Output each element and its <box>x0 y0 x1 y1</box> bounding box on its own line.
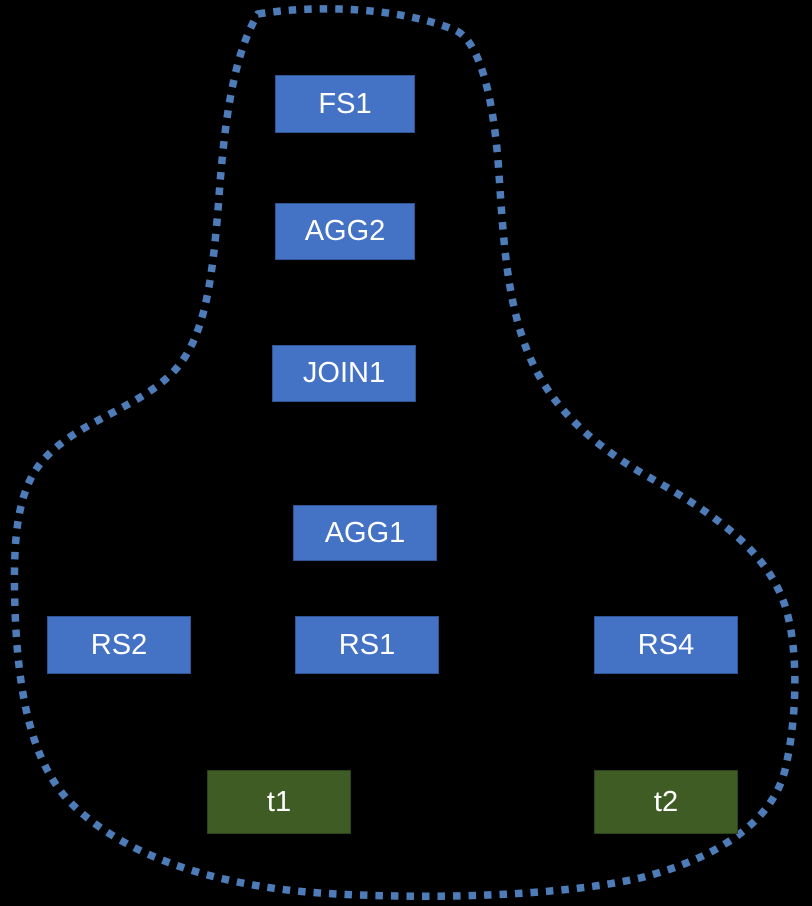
node-agg2-label: AGG2 <box>304 215 386 247</box>
node-rs1-label: RS1 <box>338 628 396 661</box>
node-fs1-label: FS1 <box>318 87 372 120</box>
node-t2-label: t2 <box>653 785 679 818</box>
node-rs2-label: RS2 <box>90 628 148 661</box>
node-table-t1: t1 <box>207 770 351 834</box>
node-t1-label: t1 <box>266 785 292 818</box>
node-agg1-label: AGG1 <box>324 516 406 549</box>
node-fs1: FS1 <box>275 75 415 133</box>
node-rs2: RS2 <box>47 616 191 674</box>
node-join1-label: JOIN1 <box>302 357 386 389</box>
boundary-path <box>10 5 799 900</box>
node-rs4: RS4 <box>594 616 738 674</box>
node-table-t2: t2 <box>594 770 738 834</box>
node-agg2: AGG2 <box>275 203 415 260</box>
node-join1: JOIN1 <box>272 345 416 402</box>
node-agg1: AGG1 <box>293 505 437 561</box>
node-rs1: RS1 <box>295 616 439 674</box>
node-rs4-label: RS4 <box>637 628 695 661</box>
